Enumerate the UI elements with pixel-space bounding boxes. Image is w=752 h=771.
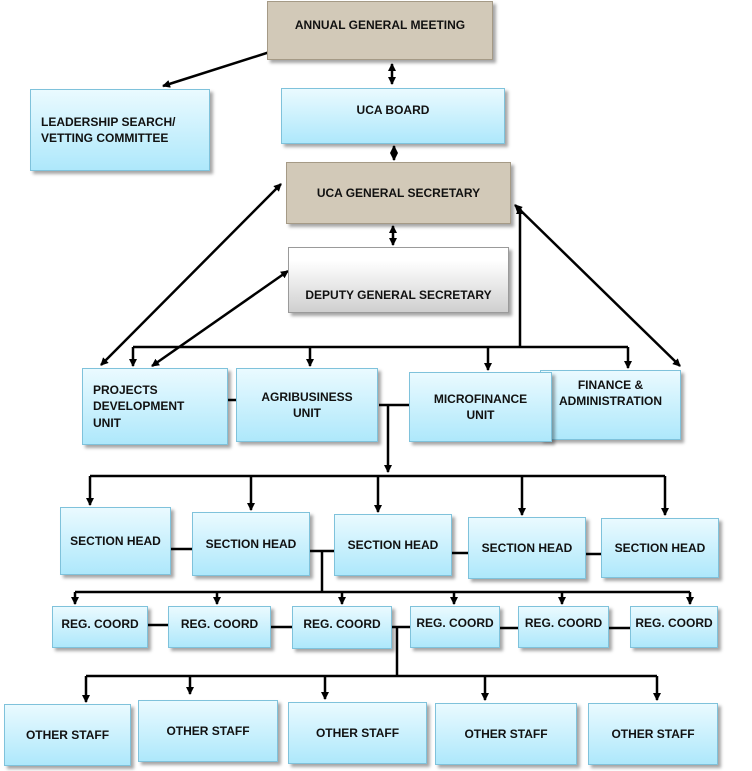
- microfinance-unit: MICROFINANCE UNIT: [409, 372, 552, 442]
- reg-coord-5: REG. COORD: [518, 606, 609, 648]
- annual-general-meeting: ANNUAL GENERAL MEETING: [267, 1, 493, 60]
- reg-coord-1: REG. COORD: [52, 606, 148, 648]
- section-head-3: SECTION HEAD: [334, 514, 452, 576]
- uca-board: UCA BOARD: [281, 88, 505, 144]
- section-head-4: SECTION HEAD: [468, 517, 586, 579]
- section-head-5: SECTION HEAD: [601, 518, 719, 578]
- projects-development-unit: PROJECTS DEVELOPMENT UNIT: [82, 368, 228, 445]
- other-staff-3: OTHER STAFF: [288, 702, 427, 764]
- reg-coord-4: REG. COORD: [410, 606, 500, 648]
- section-head-1: SECTION HEAD: [60, 507, 171, 575]
- finance-administration: FINANCE & ADMINISTRATION: [540, 370, 681, 440]
- connector-agm-leadership: [162, 48, 277, 88]
- other-staff-1: OTHER STAFF: [4, 704, 131, 766]
- reg-coord-2: REG. COORD: [168, 606, 271, 648]
- reg-coord-6: REG. COORD: [630, 606, 718, 648]
- deputy-general-secretary: DEPUTY GENERAL SECRETARY: [288, 247, 509, 313]
- connector-deputy-projects: [151, 269, 289, 368]
- connector-gensec-finance: [514, 204, 681, 367]
- uca-general-secretary: UCA GENERAL SECRETARY: [286, 162, 511, 224]
- other-staff-2: OTHER STAFF: [138, 700, 278, 762]
- other-staff-5: OTHER STAFF: [588, 703, 718, 765]
- section-head-2: SECTION HEAD: [192, 512, 310, 576]
- leadership-search-vetting-committee: LEADERSHIP SEARCH/ VETTING COMMITTEE: [30, 89, 210, 171]
- reg-coord-3: REG. COORD: [292, 606, 392, 649]
- agribusiness-unit: AGRIBUSINESS UNIT: [236, 368, 378, 442]
- other-staff-4: OTHER STAFF: [435, 703, 577, 765]
